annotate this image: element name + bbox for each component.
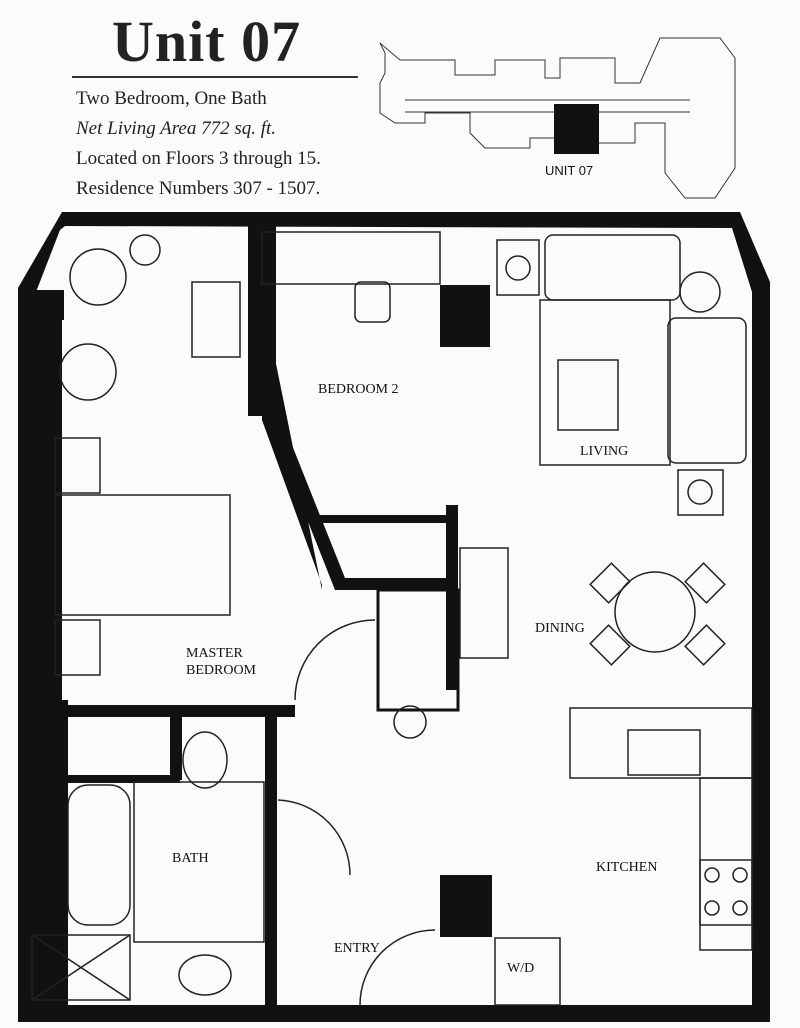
bedroom2-desk [261,231,441,285]
title-divider [72,76,358,78]
label-wd: W/D [507,961,534,976]
nightstand-bottom [54,619,101,676]
closet-lamp [393,705,427,739]
bath-tile [133,781,265,943]
unit-title: Unit 07 [112,9,302,74]
label-bedroom2: BEDROOM 2 [318,382,399,397]
bath-sink [178,954,232,996]
end-table [677,469,724,516]
sink [627,729,701,776]
toilet [182,731,228,789]
shower [31,934,131,1001]
side-table [496,239,540,296]
stove [699,859,753,926]
nightstand-top [54,437,101,494]
bathtub [67,784,131,926]
buffet [459,547,509,659]
label-bath: BATH [172,851,209,866]
door-swing [294,619,376,701]
washer-dryer [494,937,561,1006]
label-dining: DINING [535,621,585,636]
label-entry: ENTRY [334,941,380,956]
label-kitchen: KITCHEN [596,860,657,875]
entry-door-swing [359,929,436,1006]
bath-door-swing [277,799,351,876]
label-master-2: BEDROOM [186,663,257,678]
kitchen-counter-top [569,707,753,779]
dining-table [614,571,696,653]
armchair [69,248,127,306]
residence-numbers: Residence Numbers 307 - 1507. [76,178,321,199]
key-plan [379,37,736,199]
sofa [544,234,681,301]
kitchen-counter-right [699,777,753,951]
lamp [129,234,161,266]
key-plan-label: UNIT 07 [545,163,593,178]
armchair-2 [59,343,117,401]
net-living-area: Net Living Area 772 sq. ft. [76,118,277,139]
floors: Located on Floors 3 through 15. [76,148,321,169]
rug [539,299,671,466]
unit-07-highlight [554,104,599,154]
coffee-table [557,359,619,431]
master-bed [54,494,231,616]
unit-type: Two Bedroom, One Bath [76,88,267,109]
furniture [31,231,753,1006]
desk-chair [354,281,391,323]
label-living: LIVING [580,444,628,459]
loveseat [667,317,747,464]
walls [18,212,770,1022]
plant [679,271,721,313]
dresser [191,281,241,358]
label-master-1: MASTER [186,646,243,661]
